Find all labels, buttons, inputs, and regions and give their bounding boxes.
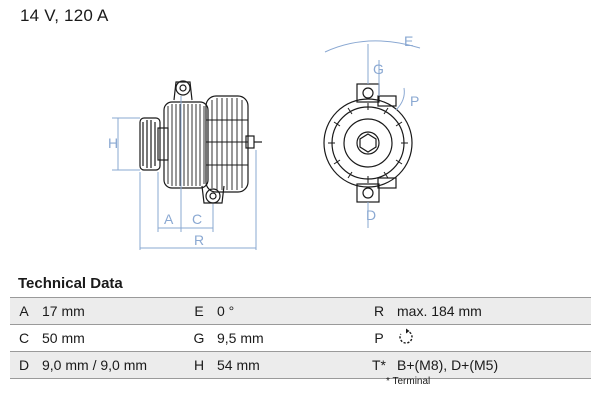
spec-key: H xyxy=(185,351,213,379)
spec-key: R xyxy=(365,297,393,325)
dimension-label-r: R xyxy=(194,232,204,248)
alternator-front-view xyxy=(323,83,413,203)
dimension-label-e: E xyxy=(404,33,413,49)
dimension-label-g: G xyxy=(373,61,384,77)
spec-key: P xyxy=(365,324,393,352)
dimension-label-p: P xyxy=(410,93,419,109)
dimension-label-d: D xyxy=(366,207,376,223)
dimension-label-c: C xyxy=(192,211,202,227)
spec-value: B+(M8), D+(M5) xyxy=(393,351,591,379)
spec-key: D xyxy=(10,351,38,379)
front-cooling-fins xyxy=(167,104,205,186)
rear-cooling-fins xyxy=(206,98,248,190)
alternator-technical-drawing: H A C R xyxy=(108,33,421,250)
spec-key: A xyxy=(10,297,38,325)
spec-value: max. 184 mm xyxy=(393,297,591,325)
spec-value: 0 ° xyxy=(213,297,365,325)
front-view-dimensions xyxy=(324,40,421,228)
spec-key: G xyxy=(185,324,213,352)
spec-key: C xyxy=(10,324,38,352)
spec-value: 17 mm xyxy=(38,297,185,325)
front-view-vent-slots xyxy=(328,103,408,183)
spec-value xyxy=(393,324,591,352)
dimension-label-h: H xyxy=(108,135,118,151)
table-row: D 9,0 mm / 9,0 mm H 54 mm T* B+(M8), D+(… xyxy=(10,351,591,379)
table-row: A 17 mm E 0 ° R max. 184 mm xyxy=(10,297,591,325)
spec-value: 9,0 mm / 9,0 mm xyxy=(38,351,185,379)
spec-key: T* xyxy=(365,351,393,379)
terminal-footnote: * Terminal xyxy=(386,376,431,387)
spec-value: 9,5 mm xyxy=(213,324,365,352)
spec-value: 54 mm xyxy=(213,351,365,379)
alternator-side-view xyxy=(139,80,262,204)
product-headline: 14 V, 120 A xyxy=(20,6,109,25)
clockwise-rotation-icon xyxy=(399,328,413,344)
technical-data-table: A 17 mm E 0 ° R max. 184 mm C 50 mm G 9,… xyxy=(10,297,591,379)
dimension-label-a: A xyxy=(164,211,174,227)
spec-key: E xyxy=(185,297,213,325)
spec-value: 50 mm xyxy=(38,324,185,352)
technical-data-title: Technical Data xyxy=(18,275,123,292)
table-row: C 50 mm G 9,5 mm P xyxy=(10,324,591,352)
side-view-dimensions xyxy=(112,96,257,250)
